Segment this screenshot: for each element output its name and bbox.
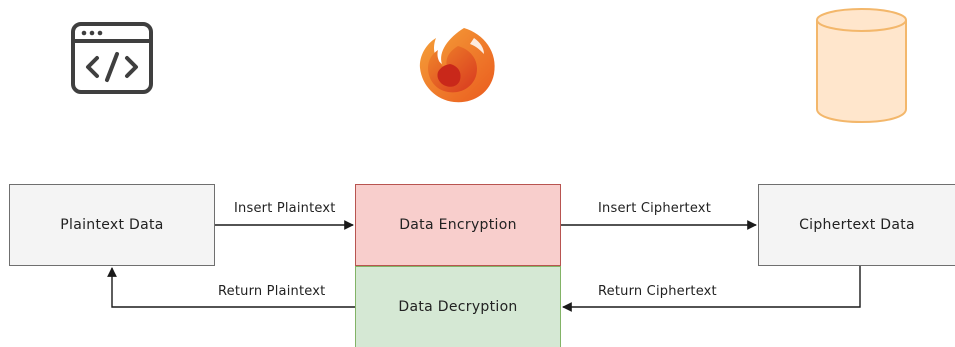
node-ciphertext-label: Ciphertext Data <box>799 217 915 233</box>
edge-return-ciphertext <box>562 266 861 312</box>
edge-label-insert-ciphertext: Insert Ciphertext <box>598 201 711 216</box>
node-encryption-label: Data Encryption <box>399 217 517 233</box>
edge-label-return-ciphertext: Return Ciphertext <box>598 284 717 299</box>
node-data-decryption: Data Decryption <box>355 266 561 347</box>
flame-logo-icon <box>414 24 500 106</box>
node-data-encryption: Data Encryption <box>355 184 561 266</box>
edge-label-return-plaintext: Return Plaintext <box>218 284 326 299</box>
node-ciphertext-data: Ciphertext Data <box>758 184 955 266</box>
database-cylinder-icon <box>814 6 909 125</box>
node-plaintext-data: Plaintext Data <box>9 184 215 266</box>
node-plaintext-label: Plaintext Data <box>60 217 164 233</box>
edge-label-insert-plaintext: Insert Plaintext <box>234 201 336 216</box>
browser-code-icon <box>70 21 154 95</box>
node-decryption-label: Data Decryption <box>398 299 518 315</box>
edge-return-plaintext <box>107 267 355 308</box>
